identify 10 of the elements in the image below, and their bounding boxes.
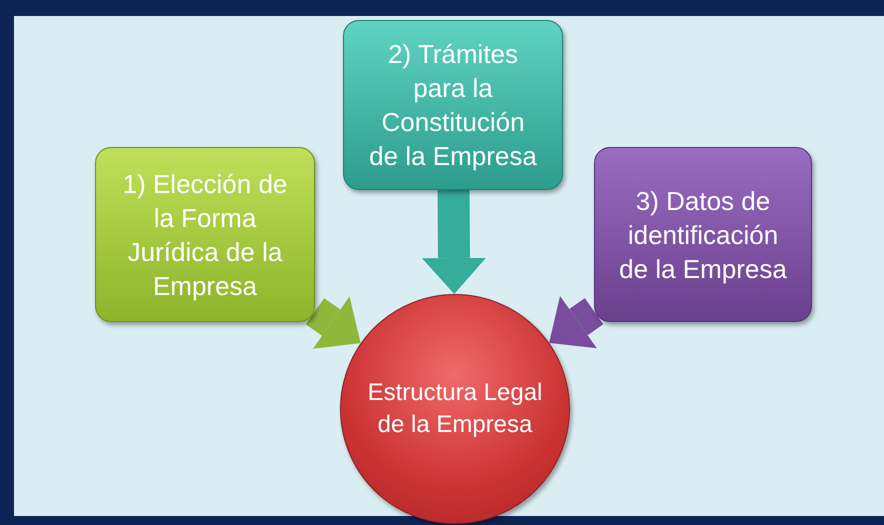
block-arrow <box>422 190 486 294</box>
node-label: 3) Datos de identificación de la Empresa <box>618 184 788 286</box>
node-label: Estructura Legal de la Empresa <box>366 378 544 440</box>
process-box <box>95 147 315 322</box>
block-arrow <box>549 296 604 348</box>
block-arrow <box>306 296 361 349</box>
node-label: 1) Elección de la Forma Jurídica de la Empresa <box>122 168 288 302</box>
process-box <box>343 20 563 190</box>
node-label: 2) Trámites para la Constitución de la Empresa <box>368 38 538 173</box>
process-box <box>594 147 812 322</box>
